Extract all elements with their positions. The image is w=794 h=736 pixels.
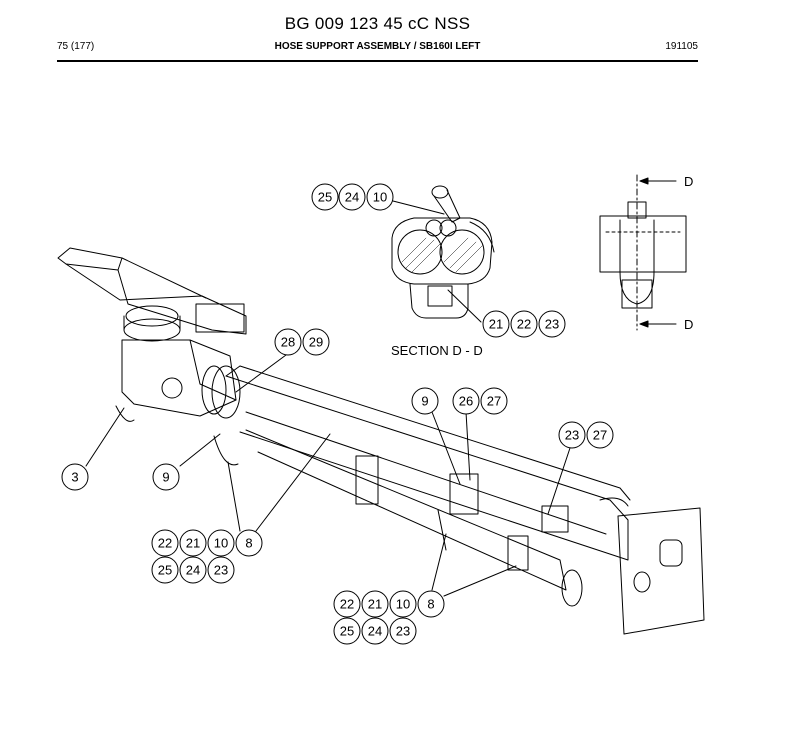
rotator-ring [211,365,241,419]
callout-27-b: 27 [593,428,607,443]
upper-beam-end [57,247,123,271]
callout-10-a: 10 [214,536,228,551]
boom-base-edge [189,339,237,401]
callout-9-b: 9 [162,470,169,485]
callout-25-b: 25 [340,624,354,639]
section-label: SECTION D - D [391,343,483,358]
callout-23-c: 23 [396,624,410,639]
slew-ring-bottom [123,318,181,342]
hose-support-1 [355,455,379,505]
side-view [599,174,687,331]
callout-21: 21 [489,317,503,332]
sheet-title: HOSE SUPPORT ASSEMBLY / SB160I LEFT [274,41,481,52]
side-plate [599,215,687,273]
cylinder-end [561,569,583,607]
head-window [659,539,683,567]
boom-base [121,339,237,417]
callout-23-a: 23 [565,428,579,443]
u-bolt [619,219,655,305]
main-boom [225,375,629,561]
callout-10: 10 [373,190,387,205]
clamp-bolt-block [427,285,453,307]
hose-support-4 [507,535,529,571]
hose-small-b [439,219,457,237]
hose-large-right [439,229,485,275]
section-arm [433,189,461,223]
callout-21-b: 21 [368,597,382,612]
cut-mark-top: D [684,174,693,189]
side-bracket [627,201,647,219]
callout-23-b: 23 [214,563,228,578]
callout-3: 3 [71,470,78,485]
arrowhead-top [639,177,649,185]
side-clamp [621,279,653,309]
upper-beam [65,263,247,335]
callout-balloons: 25 24 10 21 22 23 28 29 9 26 27 23 27 3 … [61,183,614,645]
hose-large-left [397,229,443,275]
boom-assembly [57,247,705,635]
hose-small-a [425,219,443,237]
callout-22: 22 [517,317,531,332]
head-plate [617,507,705,635]
pivot-pin [161,377,183,399]
callout-22-a: 22 [158,536,172,551]
hose-clamp-body [391,217,493,285]
cut-mark-bottom: D [684,317,693,332]
clamp-lower [409,283,469,319]
callout-9-a: 9 [421,394,428,409]
strap-edge [469,221,495,253]
boom-cylinder [245,429,567,591]
hose-support-2 [449,473,479,515]
callout-26: 26 [459,394,473,409]
callout-8-b: 8 [427,597,434,612]
callout-29: 29 [309,335,323,350]
document-date: 191105 [665,41,698,52]
hose-loop-a [437,509,447,551]
hose-support-3 [541,505,569,533]
callout-25-a: 25 [158,563,172,578]
hose-loop-b [213,435,239,466]
page-number: 75 (177) [57,41,95,52]
main-boom-top [239,365,631,501]
head-hole [633,571,651,593]
section-hatching [401,237,483,273]
callout-8-a: 8 [245,536,252,551]
callout-10-b: 10 [396,597,410,612]
header-rule [57,60,698,62]
callout-24-a: 24 [186,563,200,578]
callout-24: 24 [345,190,359,205]
boom-mid-line [245,411,607,535]
beam-end-plate [195,303,245,333]
callout-27-a: 27 [487,394,501,409]
callout-22-b: 22 [340,597,354,612]
section-view [391,185,495,319]
callout-23: 23 [545,317,559,332]
arrowhead-bottom [639,320,649,328]
document-code: BG 009 123 45 cC NSS [284,14,471,33]
upper-beam-edge [121,257,207,299]
leader-lines [85,200,571,597]
rotator-front [201,365,227,415]
callout-21-a: 21 [186,536,200,551]
slew-ring-top [125,305,179,327]
callout-28: 28 [281,335,295,350]
callout-25: 25 [318,190,332,205]
callout-24-b: 24 [368,624,382,639]
hose-loop-c [115,405,135,422]
head-top [599,497,629,507]
